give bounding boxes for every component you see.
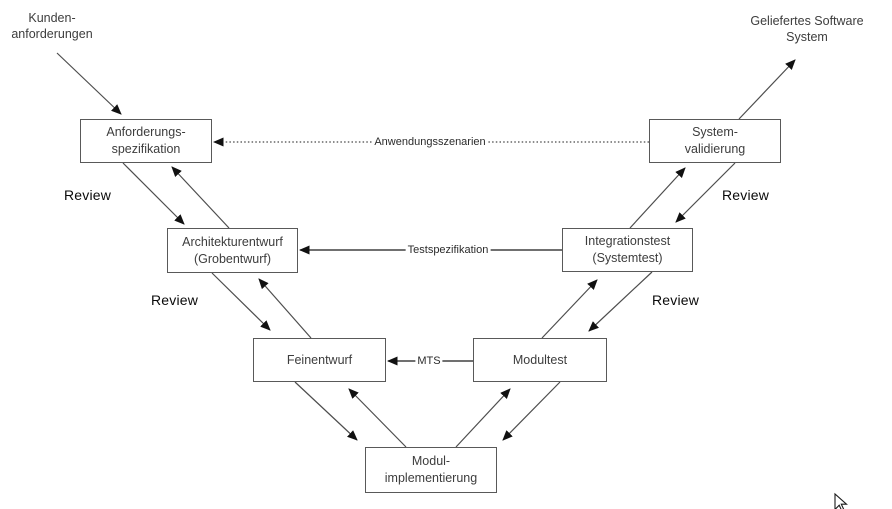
review-label-left-2: Review xyxy=(151,292,199,308)
box-integrationstest: Integrationstest (Systemtest) xyxy=(562,228,693,272)
box-systemvalidierung-line2: validierung xyxy=(684,142,746,156)
connector-label-testspezifikation: Testspezifikation xyxy=(405,244,491,256)
arrow-integrationstest-to-modultest xyxy=(588,271,653,332)
box-modulimplementierung-line1: Modul- xyxy=(411,454,451,469)
box-anforderungsspezifikation-line2: spezifikation xyxy=(111,142,181,156)
label-kundenanforderungen-line2: anforderungen xyxy=(11,27,93,42)
arrow-modultest-to-integrationstest xyxy=(541,279,598,339)
box-integrationstest-line1: Integrationstest xyxy=(584,234,671,249)
review-label-right-2: Review xyxy=(652,292,700,308)
box-anforderungsspezifikation-line1: Anforderungs- xyxy=(106,125,186,140)
review-label-left-1: Review xyxy=(64,187,112,203)
label-kundenanforderungen: Kunden- anforderungen xyxy=(0,10,104,43)
connector-label-anwendungsszenarien: Anwendungsszenarien xyxy=(372,136,488,148)
box-architekturentwurf: Architekturentwurf (Grobentwurf) xyxy=(167,228,298,273)
arrow-modulimplementierung-to-modultest xyxy=(455,388,511,448)
label-geliefertes-line1: Geliefertes Software xyxy=(750,14,864,28)
arrow-systemvalidierung-to-integrationstest xyxy=(675,162,736,223)
left-branch-arrows xyxy=(56,52,407,448)
arrow-feinentwurf-to-architekturentwurf xyxy=(258,278,312,339)
box-systemvalidierung: System- validierung xyxy=(649,119,781,163)
arrow-architekturentwurf-to-feinentwurf xyxy=(211,272,271,331)
label-geliefertes-software-system: Geliefertes Software System xyxy=(736,13,878,46)
arrow-architekturentwurf-to-anforderungsspezifikation xyxy=(171,166,230,229)
right-branch-arrows xyxy=(455,59,796,448)
review-label-right-1: Review xyxy=(722,187,770,203)
arrow-kundenanforderungen-to-anforderungsspezifikation xyxy=(56,52,122,115)
box-architekturentwurf-line2: (Grobentwurf) xyxy=(193,251,272,266)
arrow-systemvalidierung-to-geliefertes-system xyxy=(738,59,796,120)
box-modultest: Modultest xyxy=(473,338,607,382)
box-architekturentwurf-line1: Architekturentwurf xyxy=(182,234,283,249)
box-feinentwurf-line1: Feinentwurf xyxy=(286,352,353,367)
box-anforderungsspezifikation: Anforderungs- spezifikation xyxy=(80,119,212,163)
label-geliefertes-line2: System xyxy=(786,30,828,45)
arrow-modultest-to-modulimplementierung xyxy=(502,381,561,441)
box-modulimplementierung-line2: implementierung xyxy=(384,471,478,485)
mouse-cursor-icon xyxy=(834,492,848,509)
box-modultest-line1: Modultest xyxy=(512,352,568,367)
box-modulimplementierung: Modul- implementierung xyxy=(365,447,497,493)
box-feinentwurf: Feinentwurf xyxy=(253,338,386,382)
box-systemvalidierung-line1: System- xyxy=(692,125,738,140)
arrow-feinentwurf-to-modulimplementierung xyxy=(294,381,358,441)
connector-label-mts: MTS xyxy=(415,355,443,367)
arrow-modulimplementierung-to-feinentwurf xyxy=(348,388,407,448)
arrow-integrationstest-to-systemvalidierung xyxy=(629,167,686,229)
arrow-anforderungsspezifikation-to-architekturentwurf xyxy=(122,162,185,225)
label-kundenanforderungen-line1: Kunden- xyxy=(28,11,76,25)
box-integrationstest-line2: (Systemtest) xyxy=(592,251,663,265)
